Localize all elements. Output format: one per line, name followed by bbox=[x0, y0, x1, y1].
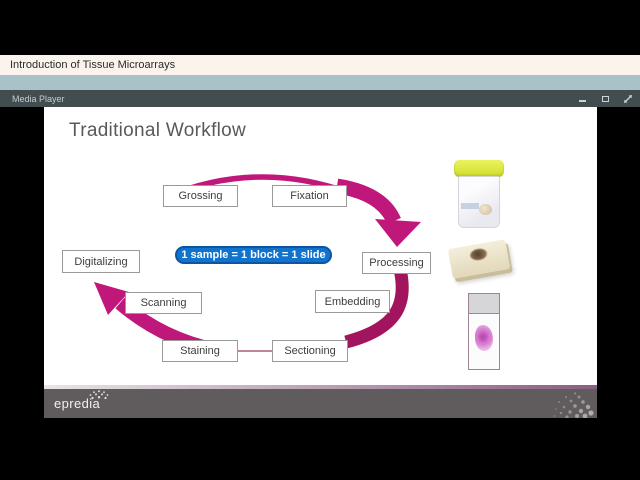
cassette-body bbox=[447, 239, 511, 279]
workflow-step-fixation: Fixation bbox=[272, 185, 347, 207]
arrow-to-sectioning bbox=[344, 267, 409, 349]
maximize-icon[interactable] bbox=[599, 93, 611, 105]
window-controls bbox=[576, 90, 634, 107]
specimen-container-image bbox=[454, 160, 504, 230]
workflow-step-digitalizing: Digitalizing bbox=[62, 250, 140, 273]
epredia-starburst-icon bbox=[89, 390, 109, 400]
letterbox-top bbox=[0, 0, 640, 55]
arrowhead-processing bbox=[375, 219, 421, 247]
page-header: Introduction of Tissue Microarrays bbox=[0, 55, 640, 75]
window-title: Media Player bbox=[12, 93, 65, 104]
media-player-titlebar[interactable]: Media Player bbox=[0, 90, 640, 107]
slide-frosted-end bbox=[469, 294, 499, 314]
page-title: Introduction of Tissue Microarrays bbox=[10, 59, 176, 71]
epredia-logo-text: epredia bbox=[54, 396, 101, 411]
corner-dots-decoration bbox=[553, 392, 594, 418]
workflow-step-embedding: Embedding bbox=[315, 290, 390, 313]
slide-footer: epredia bbox=[44, 389, 597, 418]
accent-band bbox=[0, 75, 640, 90]
slide-title: Traditional Workflow bbox=[69, 120, 247, 141]
arrowhead-digitalizing bbox=[94, 282, 129, 315]
workflow-step-scanning: Scanning bbox=[125, 292, 202, 314]
footer-divider bbox=[44, 385, 597, 389]
sample-equation-badge: 1 sample = 1 block = 1 slide bbox=[175, 246, 332, 264]
cassette-tissue-spot bbox=[469, 247, 489, 262]
slide-tissue-stain-core bbox=[478, 330, 488, 344]
workflow-step-staining: Staining bbox=[162, 340, 238, 362]
diagonal-resize-glyph bbox=[624, 94, 632, 103]
minimize-icon[interactable] bbox=[576, 93, 588, 105]
container-jar bbox=[458, 176, 500, 228]
presentation-slide: Traditional Workflow Grossing Fixation P… bbox=[44, 107, 597, 418]
workflow-step-processing: Processing bbox=[362, 252, 431, 274]
minimize-glyph bbox=[578, 99, 586, 102]
letterbox-bottom bbox=[0, 418, 640, 480]
video-stage[interactable]: Traditional Workflow Grossing Fixation P… bbox=[0, 107, 640, 418]
container-lid bbox=[454, 160, 504, 177]
stained-slide-image bbox=[468, 293, 500, 370]
fullscreen-icon[interactable] bbox=[622, 93, 634, 105]
workflow-step-grossing: Grossing bbox=[163, 185, 238, 207]
workflow-step-sectioning: Sectioning bbox=[272, 340, 348, 362]
epredia-logo: epredia bbox=[54, 390, 109, 411]
tissue-cassette-image bbox=[447, 237, 511, 285]
maximize-glyph bbox=[601, 95, 609, 102]
container-label bbox=[461, 203, 479, 209]
container-specimen bbox=[479, 204, 492, 215]
